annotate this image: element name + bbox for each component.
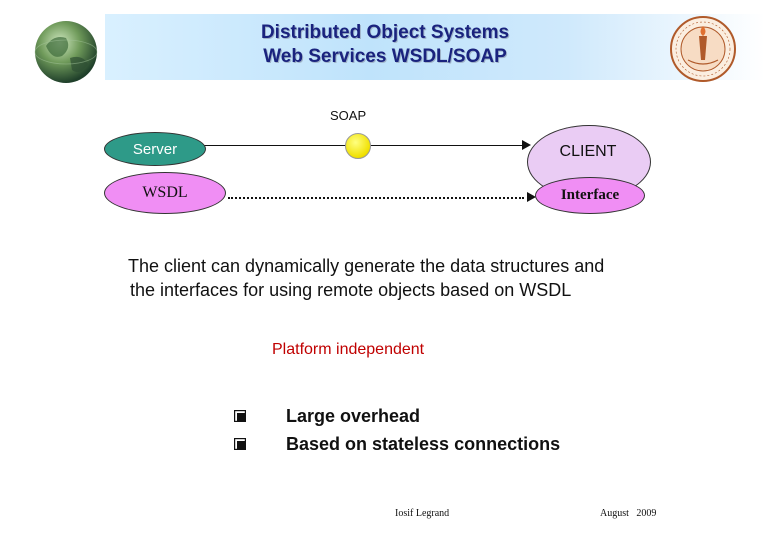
wsdl-label: WSDL — [142, 184, 188, 201]
wsdl-arrow-head — [527, 192, 536, 202]
bullet-box-icon — [234, 410, 246, 422]
bullet-item: Based on stateless connections — [234, 434, 780, 460]
platform-independent-text: Platform independent — [272, 341, 425, 358]
wsdl-connection-line — [228, 197, 524, 199]
soap-arrow-head — [522, 140, 531, 150]
client-label: CLIENT — [559, 143, 617, 160]
caltech-seal-icon — [668, 14, 738, 84]
interface-node: Interface — [535, 177, 645, 214]
description-text: The client can dynamically generate the … — [128, 254, 688, 302]
soap-label: SOAP — [330, 108, 367, 123]
server-node: Server — [104, 132, 206, 166]
soap-message-dot — [345, 133, 371, 159]
footer-date: August 2009 — [600, 508, 657, 519]
server-label: Server — [132, 140, 178, 158]
title-line-2: Web Services WSDL/SOAP — [263, 46, 507, 67]
bullet-text: Based on stateless connections — [286, 434, 561, 454]
title-banner — [105, 14, 765, 80]
interface-label: Interface — [560, 187, 620, 203]
wsdl-node: WSDL — [104, 172, 226, 214]
bullet-box-icon — [234, 438, 246, 450]
bullet-text: Large overhead — [286, 406, 421, 426]
footer-author: Iosif Legrand — [395, 508, 450, 519]
globe-icon — [32, 18, 102, 88]
bullet-item: Large overhead — [234, 406, 780, 432]
description-line-1: The client can dynamically generate the … — [128, 256, 605, 276]
description-line-2: the interfaces for using remote objects … — [130, 280, 572, 300]
title-line-1: Distributed Object Systems — [260, 22, 510, 43]
